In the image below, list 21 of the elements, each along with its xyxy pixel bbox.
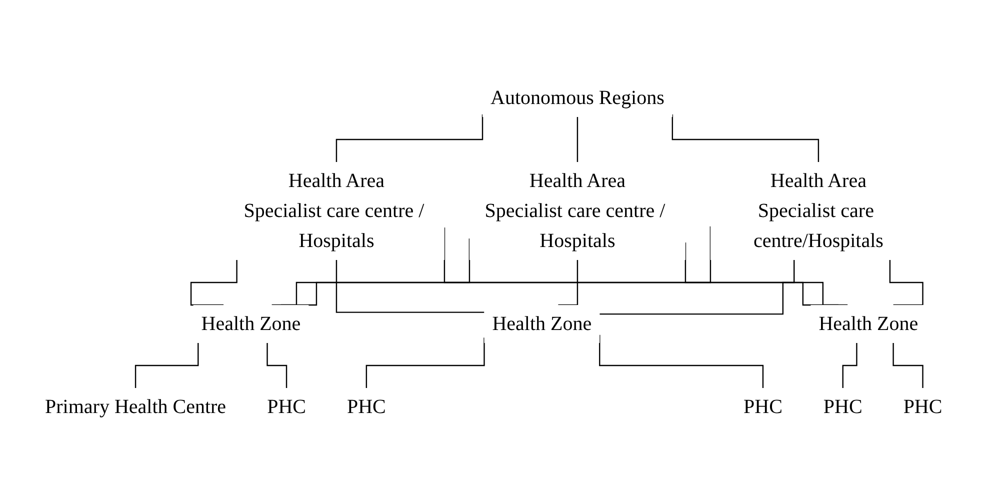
- connector: [267, 342, 288, 388]
- node-text: PHC: [824, 395, 863, 418]
- connector: [135, 342, 200, 388]
- node-text: Primary Health Centre: [45, 395, 226, 418]
- connector: [893, 342, 924, 388]
- connector: [890, 260, 924, 306]
- connector: [366, 337, 486, 388]
- node-text: Health Area Specialist care centre / Hospitals: [244, 169, 425, 252]
- node-text: Autonomous Regions: [490, 86, 665, 108]
- connector: [842, 342, 858, 388]
- connector: [599, 334, 764, 388]
- node-text: PHC: [347, 395, 386, 418]
- connector: [336, 260, 485, 312]
- node-text: PHC: [267, 395, 306, 418]
- connector: [600, 260, 796, 314]
- connector: [577, 116, 578, 162]
- connector: [672, 114, 820, 162]
- node-text: PHC: [744, 395, 783, 418]
- connector: [336, 114, 484, 162]
- node-text: PHC: [904, 395, 943, 418]
- connector: [190, 260, 238, 306]
